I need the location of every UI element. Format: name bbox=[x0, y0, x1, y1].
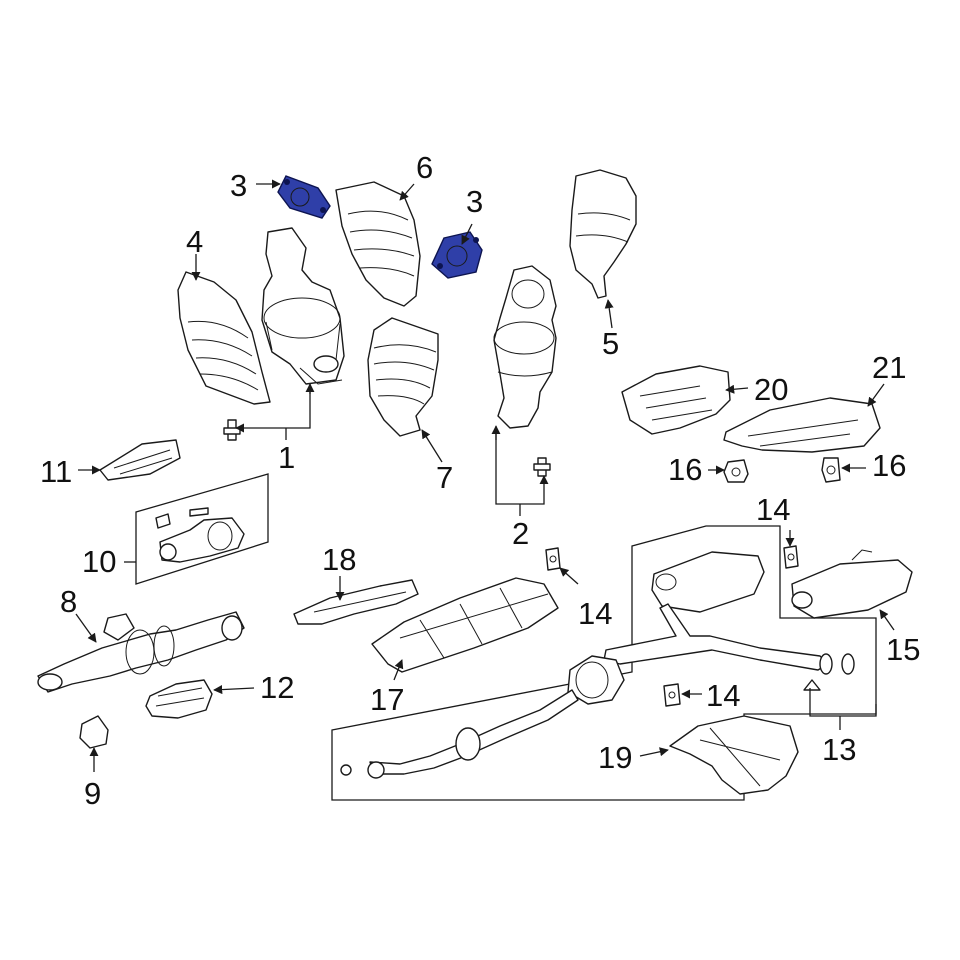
callout-16-right: 16 bbox=[872, 448, 906, 483]
callout-20: 20 bbox=[754, 372, 788, 407]
callout-15: 15 bbox=[886, 632, 920, 667]
heat-shield-12[interactable] bbox=[145, 679, 213, 719]
heat-shield-20[interactable] bbox=[621, 365, 731, 435]
gasket-right[interactable] bbox=[431, 231, 483, 279]
callout-3-right: 3 bbox=[466, 184, 483, 219]
bracket-9[interactable] bbox=[79, 715, 109, 749]
callout-8: 8 bbox=[60, 584, 77, 619]
main-exhaust-assembly[interactable] bbox=[331, 525, 877, 801]
stud-right[interactable] bbox=[533, 457, 551, 477]
callout-3-left: 3 bbox=[230, 168, 247, 203]
callout-5: 5 bbox=[602, 326, 619, 361]
callout-9: 9 bbox=[84, 776, 101, 811]
hanger-14-a[interactable] bbox=[545, 547, 561, 571]
callout-labels: 3 6 3 4 5 1 7 2 20 21 16 16 11 10 8 9 12… bbox=[40, 150, 920, 811]
rear-muffler[interactable] bbox=[791, 549, 913, 619]
callout-2: 2 bbox=[512, 516, 529, 551]
callout-1: 1 bbox=[278, 440, 295, 475]
heat-shield-19[interactable] bbox=[669, 715, 799, 795]
callout-6: 6 bbox=[416, 150, 433, 185]
lower-heat-shield-front[interactable] bbox=[367, 317, 439, 437]
gasket-left[interactable] bbox=[277, 175, 331, 219]
callout-4: 4 bbox=[186, 224, 203, 259]
leader-lines bbox=[75, 179, 895, 772]
front-exhaust-pipe[interactable] bbox=[37, 611, 245, 693]
callout-14-c: 14 bbox=[706, 678, 740, 713]
callout-14-a: 14 bbox=[578, 596, 612, 631]
hanger-16-right[interactable] bbox=[821, 457, 841, 483]
hanger-14-b[interactable] bbox=[783, 545, 799, 569]
heat-shield-18[interactable] bbox=[293, 579, 419, 625]
hanger-14-c[interactable] bbox=[663, 683, 681, 707]
catalytic-converter-left[interactable] bbox=[261, 227, 345, 385]
hanger-16-left[interactable] bbox=[723, 459, 749, 483]
callout-13: 13 bbox=[822, 732, 856, 767]
callout-10: 10 bbox=[82, 544, 116, 579]
callout-12: 12 bbox=[260, 670, 294, 705]
callout-14-b: 14 bbox=[756, 492, 790, 527]
egr-pipe-assembly[interactable] bbox=[135, 473, 269, 585]
callout-18: 18 bbox=[322, 542, 356, 577]
upper-heat-shield-front[interactable] bbox=[335, 181, 421, 307]
callout-21: 21 bbox=[872, 350, 906, 385]
stud-left[interactable] bbox=[223, 419, 241, 441]
callout-11: 11 bbox=[40, 454, 72, 489]
callout-16-left: 16 bbox=[668, 452, 702, 487]
heat-shield-4[interactable] bbox=[177, 271, 271, 405]
heat-shield-21[interactable] bbox=[723, 397, 881, 453]
callout-7: 7 bbox=[436, 460, 453, 495]
heat-shield-5[interactable] bbox=[569, 169, 637, 299]
catalytic-converter-right[interactable] bbox=[493, 265, 557, 429]
heat-shield-17[interactable] bbox=[371, 577, 559, 673]
callout-17: 17 bbox=[370, 682, 404, 717]
callout-19: 19 bbox=[598, 740, 632, 775]
heat-shield-11[interactable] bbox=[99, 439, 181, 481]
